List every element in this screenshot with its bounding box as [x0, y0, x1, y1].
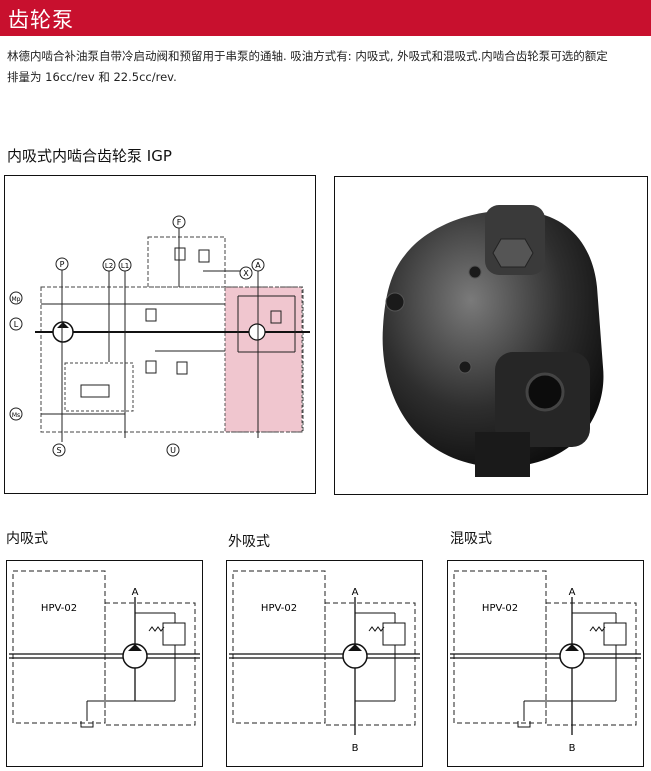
- variant-title-external: 外吸式: [228, 534, 270, 550]
- hpv-label: HPV-02: [482, 603, 518, 614]
- variant-svg-internal: HPV-02 A: [9, 570, 200, 728]
- port-s: S: [52, 443, 66, 457]
- variant-diagram-internal: HPV-02 A: [6, 560, 203, 767]
- valve-3: [176, 361, 188, 375]
- relief-valve-a: [162, 622, 186, 646]
- svg-text:U: U: [170, 446, 176, 455]
- port-x: X: [239, 266, 253, 280]
- svg-text:X: X: [243, 269, 249, 278]
- svg-text:F: F: [177, 218, 182, 227]
- page-title: 齿轮泵: [8, 8, 74, 32]
- port-a: A: [251, 258, 265, 272]
- port-l1: L1: [118, 258, 132, 272]
- section-title: 内吸式内啮合齿轮泵 IGP: [7, 147, 172, 165]
- header-bar: 齿轮泵: [0, 0, 651, 36]
- valve-4: [270, 310, 282, 324]
- variant-title-internal: 内吸式: [6, 531, 48, 547]
- valve-1: [145, 308, 157, 322]
- svg-text:Ms: Ms: [12, 412, 20, 419]
- relief-valve-c: [603, 622, 627, 646]
- variant-svg-mixed: HPV-02 A B: [450, 570, 641, 754]
- hpv-label: HPV-02: [261, 603, 297, 614]
- intro-line-1: 林德内啮合补油泵自带冷启动阀和预留用于串泵的通轴. 吸油方式有: 内吸式, 外吸…: [7, 49, 608, 63]
- port-u: U: [166, 443, 180, 457]
- pump-arrow: [57, 322, 69, 328]
- pump-photo: [334, 176, 648, 495]
- intro-line-2: 排量为 16cc/rev 和 22.5cc/rev.: [7, 70, 177, 84]
- port-ms: Ms: [9, 407, 23, 421]
- variant-svg-external: HPV-02 A B: [229, 570, 420, 754]
- highlight-region: [224, 286, 303, 433]
- svg-text:S: S: [56, 446, 61, 455]
- svg-text:L1: L1: [121, 262, 129, 270]
- port-f: F: [172, 215, 186, 229]
- valve-2: [145, 360, 157, 374]
- port-a-label: A: [352, 587, 359, 598]
- svg-text:L2: L2: [105, 262, 113, 270]
- port-a-label: A: [132, 587, 139, 598]
- intro-paragraph: 林德内啮合补油泵自带冷启动阀和预留用于串泵的通轴. 吸油方式有: 内吸式, 外吸…: [7, 46, 647, 88]
- motor-symbol: [248, 323, 266, 341]
- svg-text:L: L: [14, 320, 19, 329]
- port-l2: L2: [102, 258, 116, 272]
- control-valve: [80, 384, 110, 398]
- variant-title-mixed: 混吸式: [450, 531, 492, 547]
- outer-boundary: [40, 286, 304, 433]
- variant-diagram-external: HPV-02 A B: [226, 560, 423, 767]
- pump-screw-2: [458, 360, 472, 374]
- relief-valve-b: [382, 622, 406, 646]
- pump-port-hole: [525, 372, 565, 412]
- port-p: P: [55, 257, 69, 271]
- valve-f: [174, 247, 186, 261]
- control-block: [64, 362, 134, 412]
- pump-screw-1: [385, 292, 405, 312]
- filter-box: [147, 236, 226, 288]
- port-l: L: [9, 317, 23, 331]
- pump-shaft-housing: [475, 432, 530, 477]
- pump-bolt: [492, 238, 534, 268]
- valve-f2: [198, 249, 210, 263]
- pump-screw-3: [468, 265, 482, 279]
- svg-text:P: P: [60, 260, 65, 269]
- svg-text:A: A: [255, 261, 261, 270]
- hydraulic-schematic: P L2 L1 F X A Mp L: [4, 175, 316, 494]
- hpv-label: HPV-02: [41, 603, 77, 614]
- port-b-label: B: [352, 743, 359, 754]
- variant-diagram-mixed: HPV-02 A B: [447, 560, 644, 767]
- pump-illustration: [382, 205, 604, 477]
- port-b-label: B: [569, 743, 576, 754]
- port-mp: Mp: [9, 291, 23, 305]
- port-a-label: A: [569, 587, 576, 598]
- svg-text:Mp: Mp: [12, 296, 21, 303]
- schematic-svg: P L2 L1 F X A Mp L: [9, 215, 310, 457]
